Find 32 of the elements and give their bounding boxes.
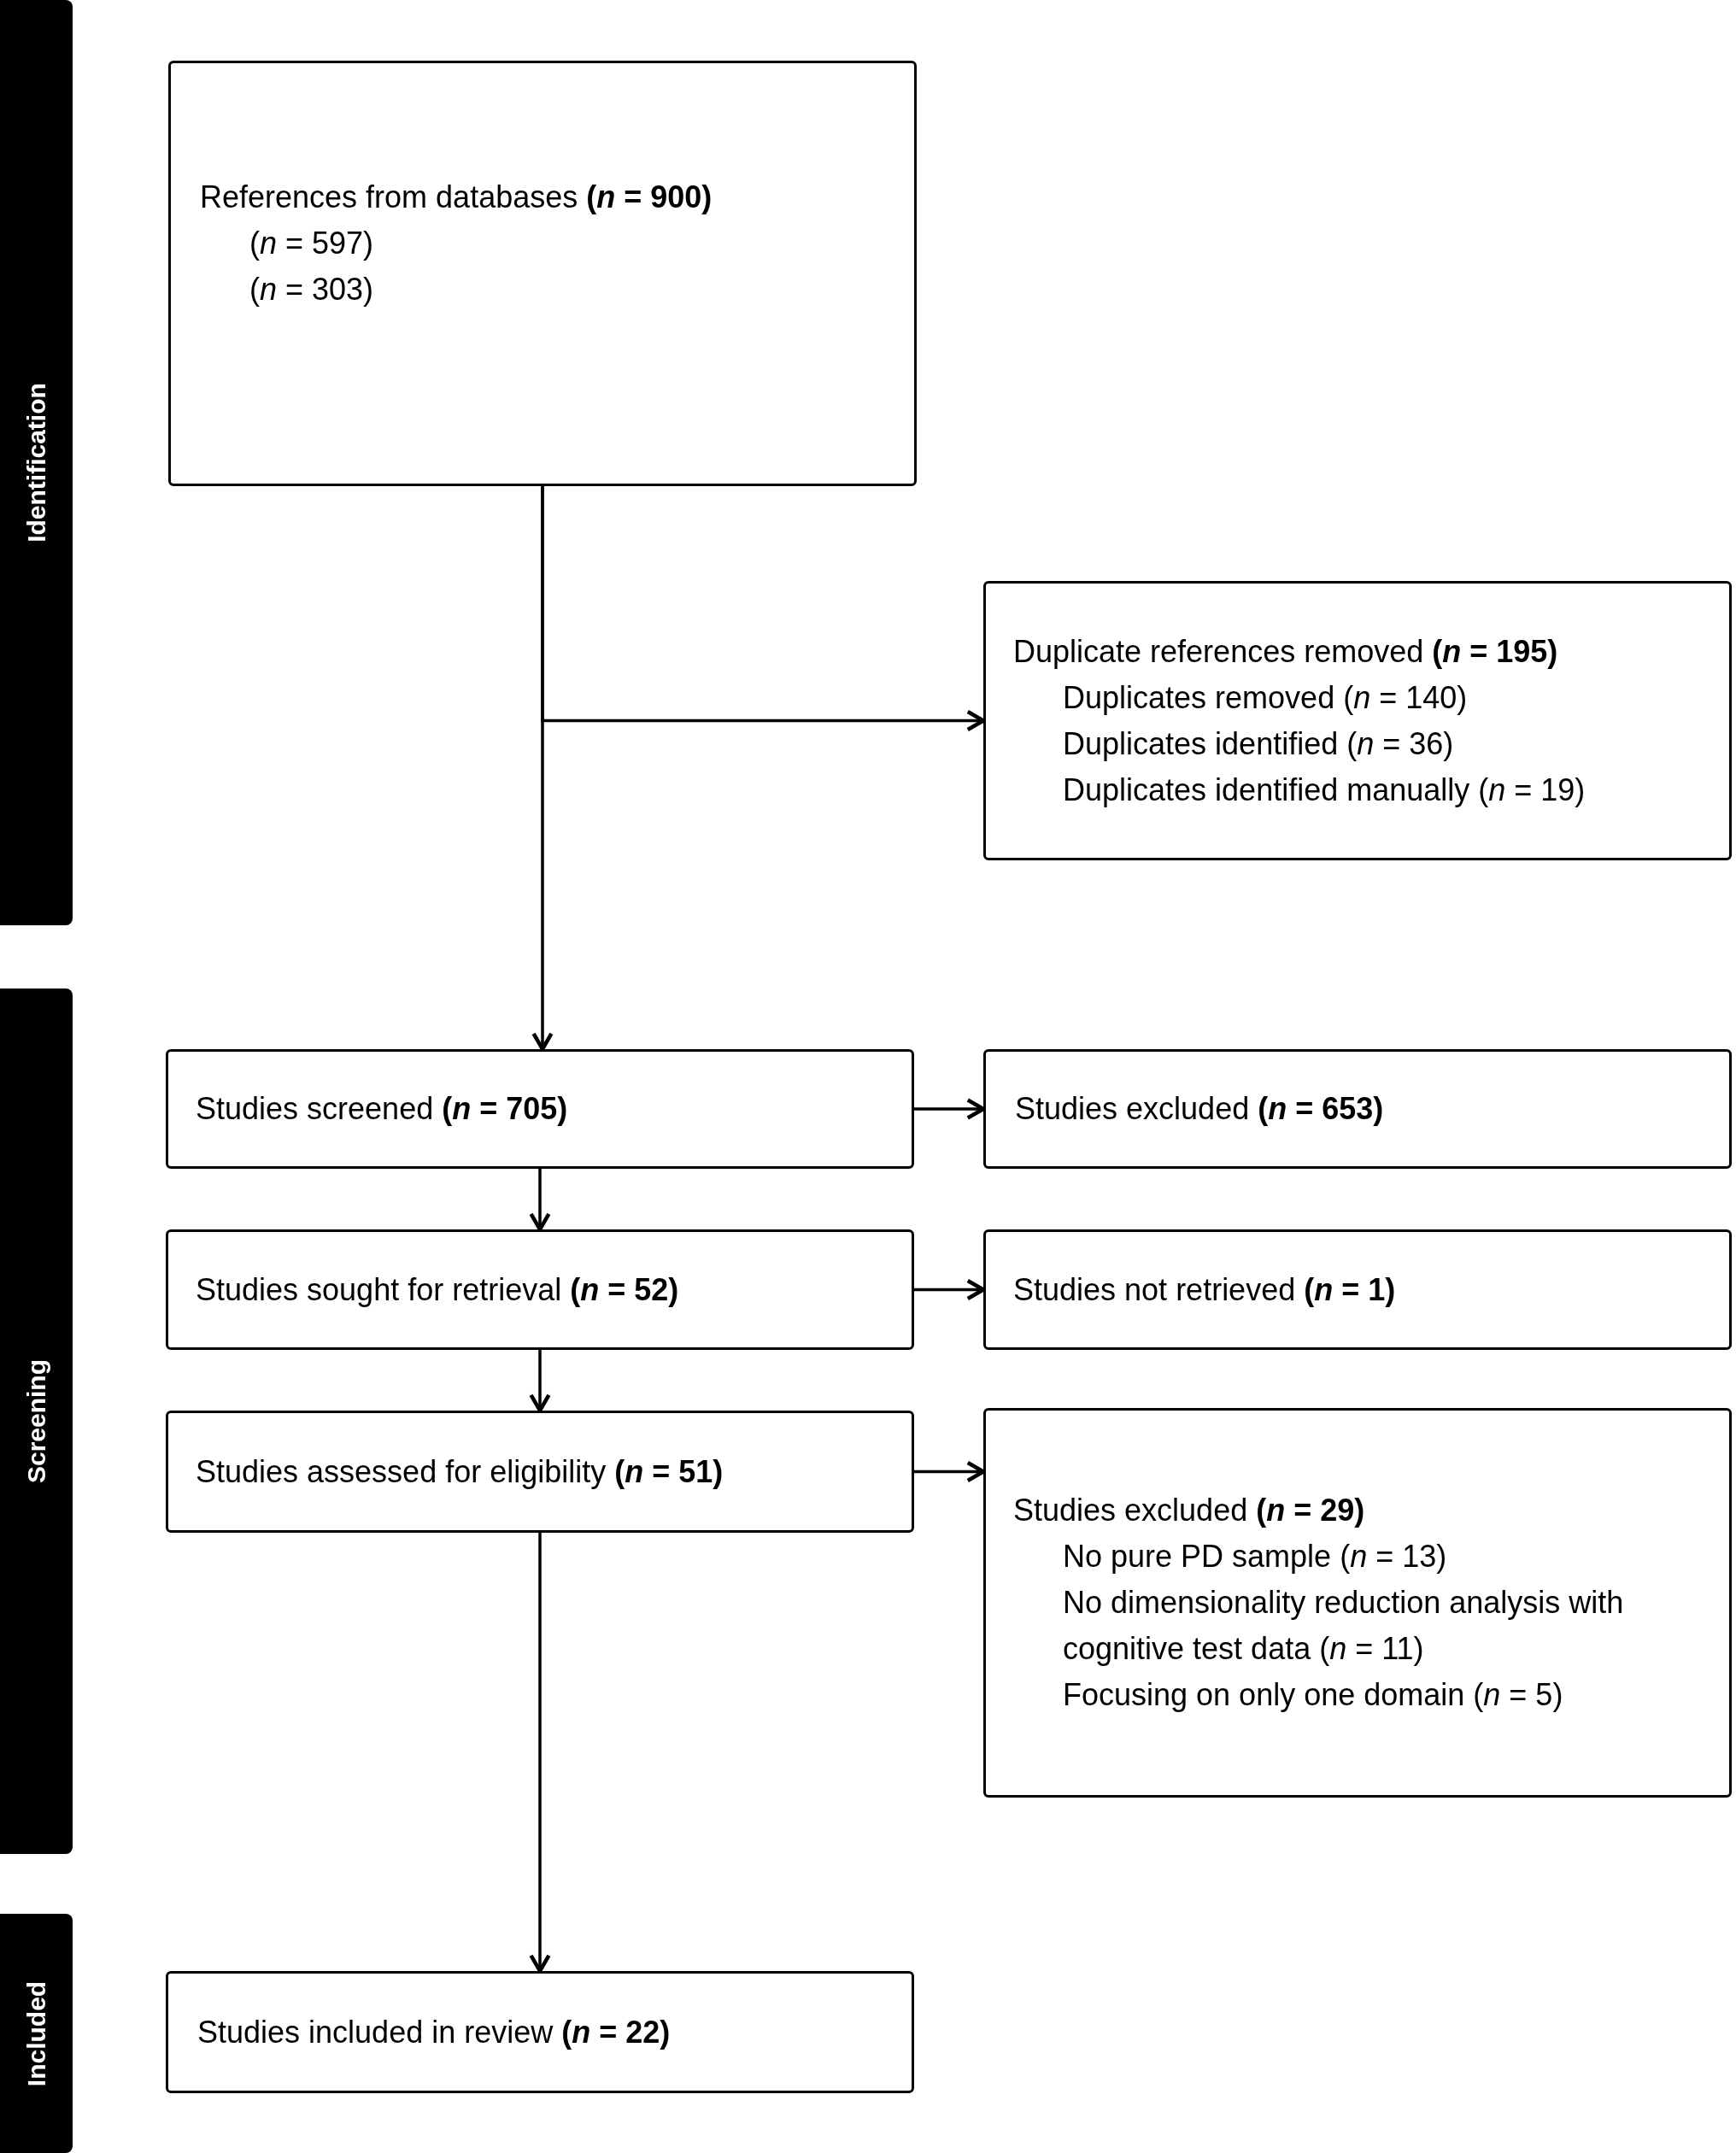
process-box [168, 61, 917, 486]
stage-label: Screening [21, 1358, 51, 1484]
box-heading: Studies not retrieved (n = 1) [1013, 1270, 1397, 1309]
box-detail: (n = 303) [249, 271, 375, 308]
process-box [166, 1229, 914, 1350]
process-box [983, 1408, 1732, 1798]
box-detail: (n = 597) [249, 225, 375, 262]
box-heading: Studies excluded (n = 29) [1013, 1492, 1366, 1529]
box-detail: Duplicates identified manually (n = 19) [1062, 771, 1586, 809]
box-detail: Focusing on only one domain (n = 5) [1062, 1676, 1564, 1714]
box-heading: Studies included in review (n = 22) [197, 2013, 672, 2051]
box-detail: Duplicates removed (n = 140) [1062, 678, 1469, 717]
stage-band [0, 0, 73, 925]
stage-label: Included [21, 1980, 51, 2086]
box-heading: References from databases (n = 900) [200, 179, 713, 216]
box-heading: Studies excluded (n = 653) [1015, 1090, 1385, 1128]
box-heading: Studies assessed for eligibility (n = 51) [196, 1452, 724, 1491]
box-detail: Duplicates identified (n = 36) [1062, 725, 1455, 763]
process-box [983, 581, 1732, 860]
stage-band [0, 1914, 73, 2153]
box-detail: No dimensionality reduction analysis with cognitive test data (n = 11) [1062, 1584, 1625, 1668]
box-heading: Studies sought for retrieval (n = 52) [196, 1270, 680, 1309]
process-box [166, 1971, 914, 2093]
process-box [166, 1049, 914, 1169]
process-box [166, 1411, 914, 1533]
box-heading: Studies screened (n = 705) [196, 1090, 569, 1128]
process-box [983, 1049, 1732, 1169]
process-box [983, 1229, 1732, 1350]
box-heading: Duplicate references removed (n = 195) [1013, 632, 1559, 671]
stage-band [0, 989, 73, 1854]
stage-label: Identification [21, 383, 51, 543]
box-detail: No pure PD sample (n = 13) [1062, 1538, 1448, 1575]
